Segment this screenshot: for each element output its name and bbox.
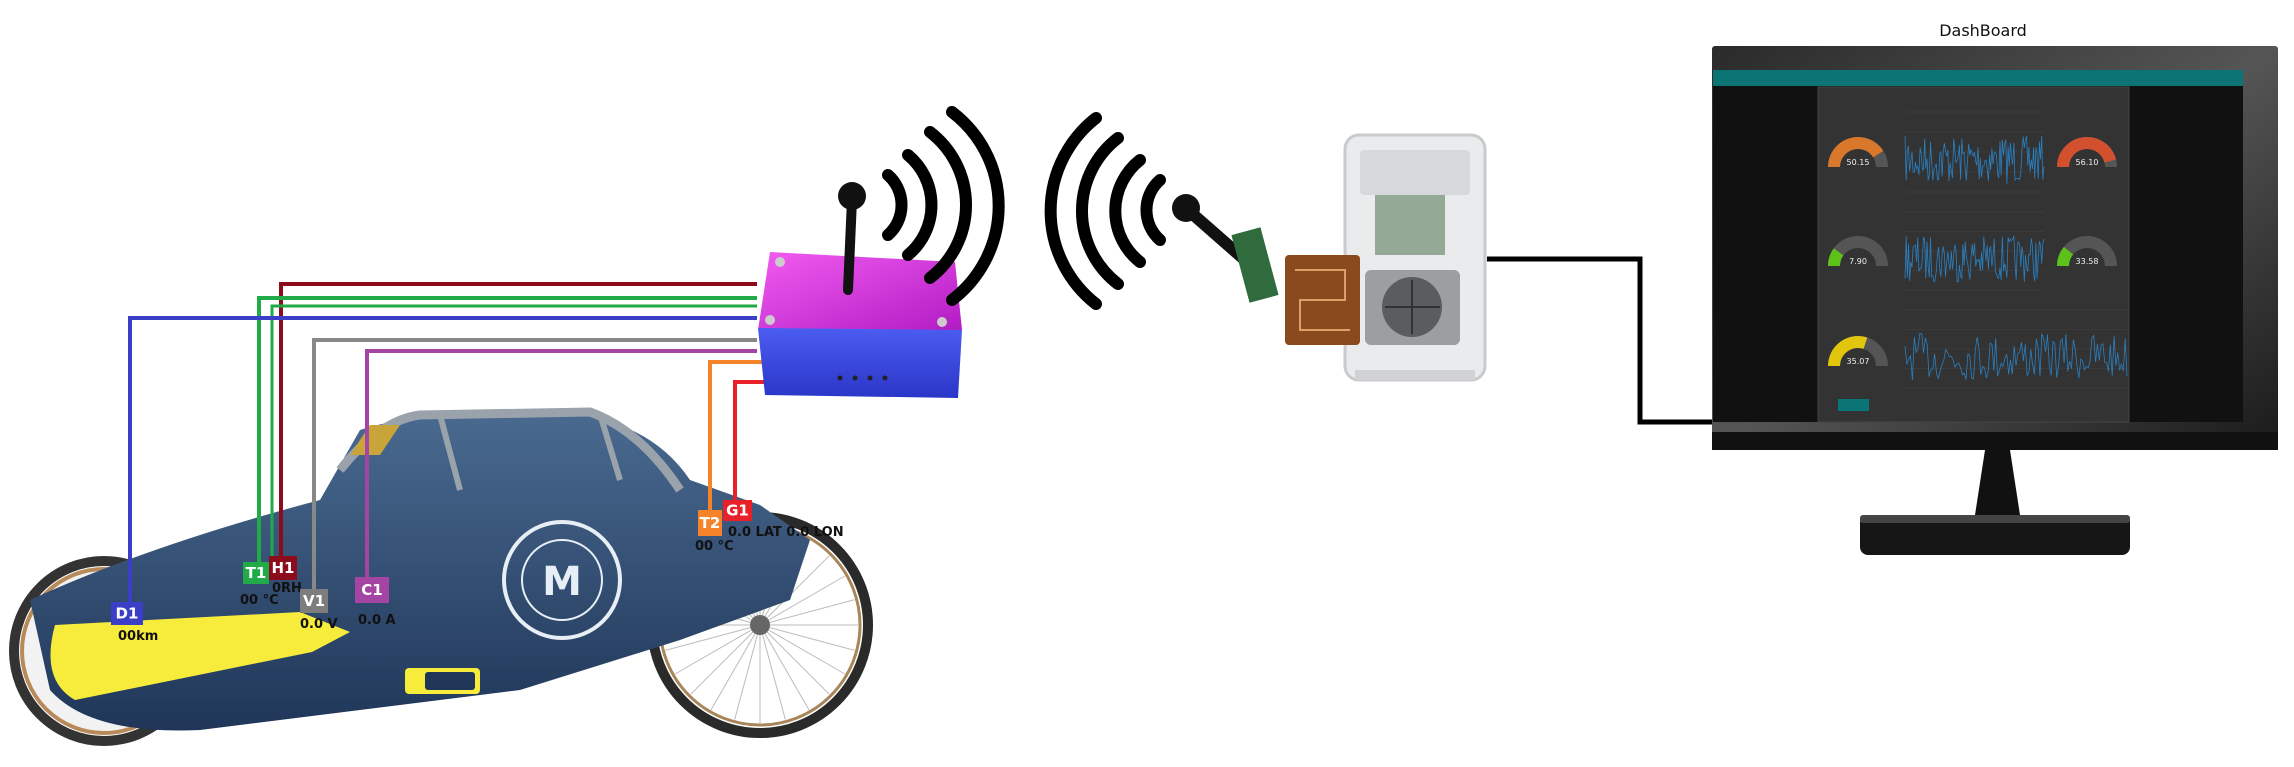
gauge: 35.07 bbox=[1828, 336, 1888, 367]
hdmi-cable bbox=[1487, 256, 1717, 425]
line-chart bbox=[1904, 211, 2045, 291]
gauge-fill bbox=[1828, 137, 1884, 168]
sensor-id: D1 bbox=[116, 605, 139, 623]
sensor-id: T2 bbox=[700, 514, 721, 532]
sensor-id: H1 bbox=[272, 559, 295, 577]
sensor-d1: D1 00km bbox=[111, 602, 158, 644]
sensor-tag-box bbox=[355, 577, 389, 603]
wire-h1 bbox=[279, 282, 757, 556]
yellow-stripe bbox=[50, 612, 350, 700]
monitor-stand bbox=[1975, 450, 2020, 515]
sensor-v1: V1 0.0 V bbox=[300, 589, 338, 632]
sensor-reading: 0.0 LAT 0.0 LON bbox=[728, 525, 844, 540]
sensor-c1: C1 0.0 A bbox=[355, 577, 396, 628]
dashboard-screen: 50.15 56.10 7.90 33.58 35.07 bbox=[1713, 70, 2243, 423]
antenna bbox=[843, 195, 857, 295]
gauge: 56.10 bbox=[2057, 137, 2117, 168]
wifi-signal-out-icon bbox=[882, 106, 1005, 306]
sensor-g1: G1 0.0 LAT 0.0 LON bbox=[723, 500, 844, 540]
sensor-reading: 0.0 A bbox=[358, 613, 396, 628]
sensor-reading: 00 °C bbox=[695, 539, 734, 554]
sensor-id: G1 bbox=[726, 502, 749, 520]
gauge-fill bbox=[1828, 248, 1844, 267]
gauge: 7.90 bbox=[1828, 236, 1888, 267]
gauge-value: 35.07 bbox=[1847, 357, 1870, 366]
dashboard-button[interactable] bbox=[1838, 399, 1869, 411]
wire-v1 bbox=[312, 338, 757, 589]
gauge-value: 7.90 bbox=[1849, 257, 1867, 266]
sensor-wires bbox=[128, 282, 770, 602]
sensor-tag-box bbox=[698, 510, 722, 536]
gauge: 50.15 bbox=[1828, 137, 1888, 168]
sensor-tag-box bbox=[723, 500, 752, 521]
chart-trace bbox=[1904, 235, 2045, 283]
wire-c1 bbox=[365, 349, 757, 577]
wifi-signal-in-icon bbox=[1044, 112, 1166, 310]
gauge-fill bbox=[2057, 137, 2117, 168]
svg-text:M: M bbox=[542, 559, 582, 605]
sensor-reading: 00km bbox=[118, 629, 158, 644]
sensor-id: T1 bbox=[246, 564, 267, 582]
wire-t2 bbox=[708, 360, 765, 510]
gauge-value: 50.15 bbox=[1847, 158, 1870, 167]
sensor-reading: 0RH bbox=[272, 581, 302, 596]
wire-g1 bbox=[733, 380, 770, 500]
hood-chevron bbox=[350, 425, 400, 455]
wire-d1 bbox=[128, 316, 757, 602]
sensor-tag-box bbox=[269, 556, 297, 580]
monitor: DashBoard 50.15 56.10 7.90 33.58 35.07 bbox=[1712, 21, 2278, 555]
wire-t1 bbox=[257, 296, 757, 562]
sensor-t1: T1 00 °C bbox=[240, 562, 279, 608]
gauge: 33.58 bbox=[2057, 236, 2117, 267]
sensor-tag-box bbox=[300, 589, 328, 613]
raspberry-pi-receiver bbox=[1172, 133, 1487, 382]
chart-trace bbox=[1904, 135, 2045, 184]
sensor-tag-box bbox=[111, 602, 143, 625]
gauge-value: 56.10 bbox=[2076, 158, 2099, 167]
sensor-reading: 0.0 V bbox=[300, 617, 338, 632]
sensor-tag-box bbox=[243, 562, 269, 584]
sensor-reading: 00 °C bbox=[240, 593, 279, 608]
transmitter-box bbox=[758, 182, 962, 398]
dashboard-title: DashBoard bbox=[1939, 21, 2027, 40]
gauge-fill bbox=[1828, 336, 1868, 367]
sensor-id: C1 bbox=[361, 581, 382, 599]
gauge-value: 33.58 bbox=[2076, 257, 2099, 266]
solar-car: M bbox=[9, 407, 873, 746]
dashboard-header bbox=[1713, 70, 2243, 86]
line-chart bbox=[1904, 309, 2128, 389]
sensor-id: V1 bbox=[303, 592, 325, 610]
team-logo: M bbox=[502, 520, 622, 640]
chart-trace bbox=[1904, 333, 2128, 380]
sensor-t2: T2 00 °C bbox=[695, 510, 734, 554]
gauge-fill bbox=[2057, 246, 2074, 267]
line-chart bbox=[1904, 111, 2045, 193]
